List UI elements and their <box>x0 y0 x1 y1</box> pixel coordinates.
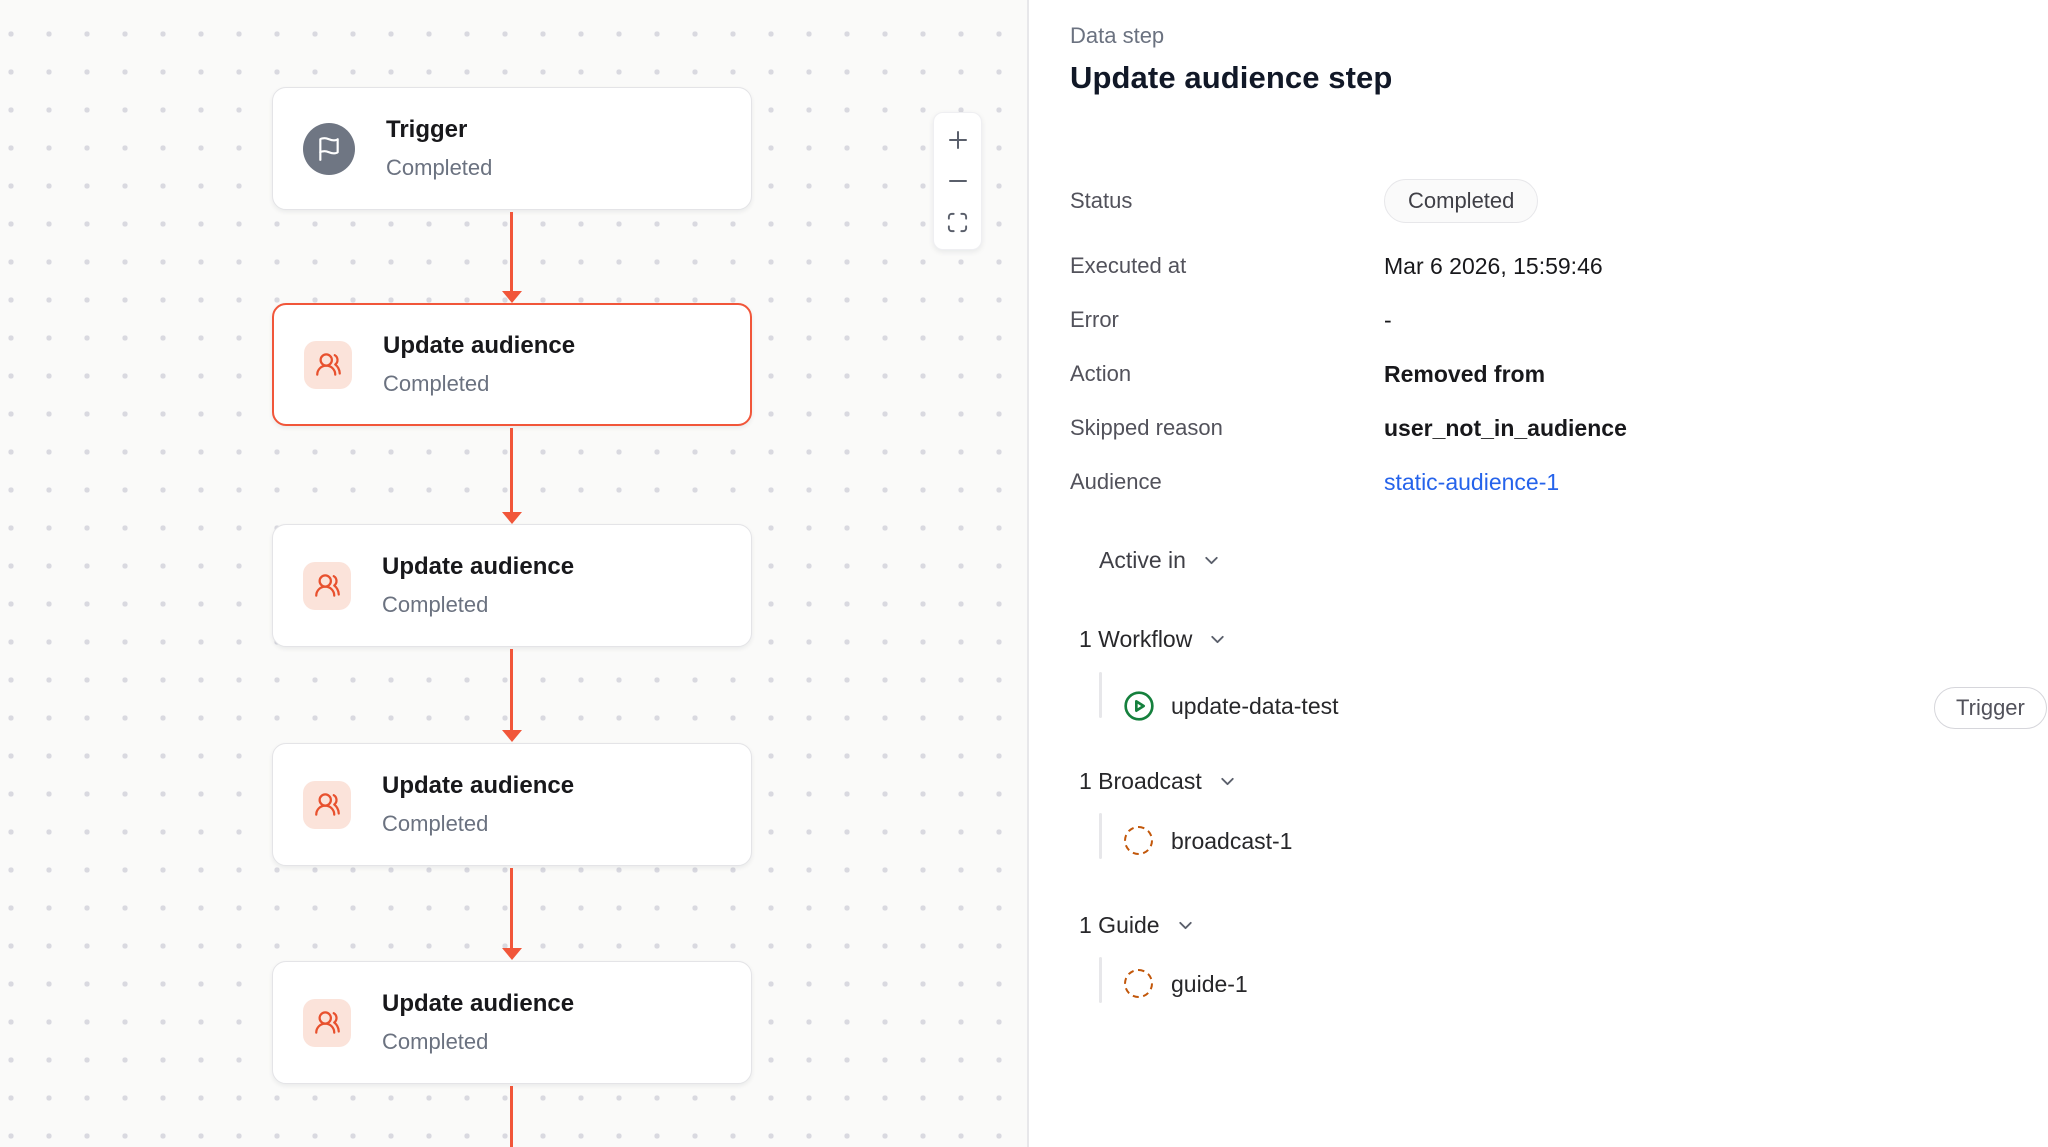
field-value: user_not_in_audience <box>1384 414 1627 441</box>
node-status: Completed <box>382 811 489 836</box>
field-label: Action <box>1070 361 1132 386</box>
connector-arrow <box>510 1086 513 1147</box>
indent-guide <box>1099 957 1102 1003</box>
status-badge: Completed <box>1384 179 1539 223</box>
users-icon <box>304 340 352 389</box>
fit-view-button[interactable] <box>938 203 978 241</box>
node-status: Completed <box>382 592 489 617</box>
group-toggle-broadcast[interactable]: 1 Broadcast <box>1079 768 1238 795</box>
chevron-down-icon <box>1178 921 1192 930</box>
users-icon <box>303 780 351 829</box>
node-status: Completed <box>386 155 493 180</box>
connector-arrow <box>510 428 513 513</box>
field-label: Audience <box>1070 469 1162 494</box>
active-in-toggle[interactable]: Active in <box>1099 547 1222 574</box>
zoom-in-button[interactable] <box>938 121 978 159</box>
connector-arrow <box>510 868 513 949</box>
list-item-workflow[interactable]: update-data-test <box>1171 693 1339 719</box>
field-row-action: Action Removed from <box>1070 353 2048 395</box>
chevron-down-icon <box>1205 556 1218 565</box>
field-row-status: Status Completed <box>1070 179 2048 223</box>
field-row-error: Error - <box>1070 299 2048 341</box>
indent-guide <box>1099 672 1102 718</box>
chevron-down-icon <box>1211 635 1225 644</box>
group-toggle-guide[interactable]: 1 Guide <box>1079 912 1196 939</box>
step-type-label: Data step <box>1070 23 1165 48</box>
trigger-chip: Trigger <box>1934 687 2047 729</box>
indent-guide <box>1099 813 1102 859</box>
connector-arrow <box>510 212 513 292</box>
workflow-node-update-audience-selected[interactable]: Update audience Completed <box>272 303 752 426</box>
node-title: Update audience <box>382 772 575 799</box>
plus-icon <box>948 130 967 149</box>
list-item-broadcast[interactable]: broadcast-1 <box>1171 828 1293 854</box>
chevron-down-icon <box>1221 777 1234 786</box>
canvas-zoom-controls <box>933 112 982 250</box>
field-value: - <box>1384 306 1392 333</box>
workflow-node-update-audience[interactable]: Update audience Completed <box>272 961 752 1084</box>
field-label: Skipped reason <box>1070 415 1223 440</box>
field-row-audience: Audience static-audience-1 <box>1070 461 2048 503</box>
workflow-node-update-audience[interactable]: Update audience Completed <box>272 524 752 647</box>
field-value: Removed from <box>1384 360 1546 387</box>
node-status: Completed <box>383 371 490 396</box>
users-icon <box>303 561 351 610</box>
workflow-canvas[interactable]: Trigger Completed Update audience Comple… <box>0 0 1029 1147</box>
fit-view-icon <box>947 212 968 232</box>
dashed-circle-icon <box>1124 826 1153 855</box>
field-row-skipped-reason: Skipped reason user_not_in_audience <box>1070 407 2048 449</box>
node-title: Update audience <box>382 553 575 580</box>
workflow-node-update-audience[interactable]: Update audience Completed <box>272 743 752 866</box>
dashed-circle-icon <box>1124 969 1153 998</box>
list-item-guide[interactable]: guide-1 <box>1171 971 1248 997</box>
node-title: Update audience <box>382 990 575 1017</box>
node-title: Trigger <box>386 116 468 143</box>
step-details-panel: Data step Update audience step Status Co… <box>1031 0 2048 1147</box>
connector-arrow <box>510 649 513 731</box>
users-icon <box>303 998 351 1047</box>
minus-icon <box>948 179 967 182</box>
field-label: Status <box>1070 188 1133 213</box>
field-label: Executed at <box>1070 253 1187 278</box>
field-label: Error <box>1070 307 1119 332</box>
node-title: Update audience <box>383 332 576 359</box>
workflow-node-trigger[interactable]: Trigger Completed <box>272 87 752 210</box>
page-title: Update audience step <box>1070 60 1393 95</box>
audience-link[interactable]: static-audience-1 <box>1384 468 1560 495</box>
zoom-out-button[interactable] <box>938 162 978 200</box>
node-status: Completed <box>382 1029 489 1054</box>
group-toggle-workflow[interactable]: 1 Workflow <box>1079 626 1228 653</box>
flag-icon <box>303 122 355 175</box>
field-row-executed-at: Executed at Mar 6 2026, 15:59:46 <box>1070 245 2048 287</box>
play-circle-icon <box>1124 691 1154 721</box>
field-value: Mar 6 2026, 15:59:46 <box>1384 252 1603 279</box>
